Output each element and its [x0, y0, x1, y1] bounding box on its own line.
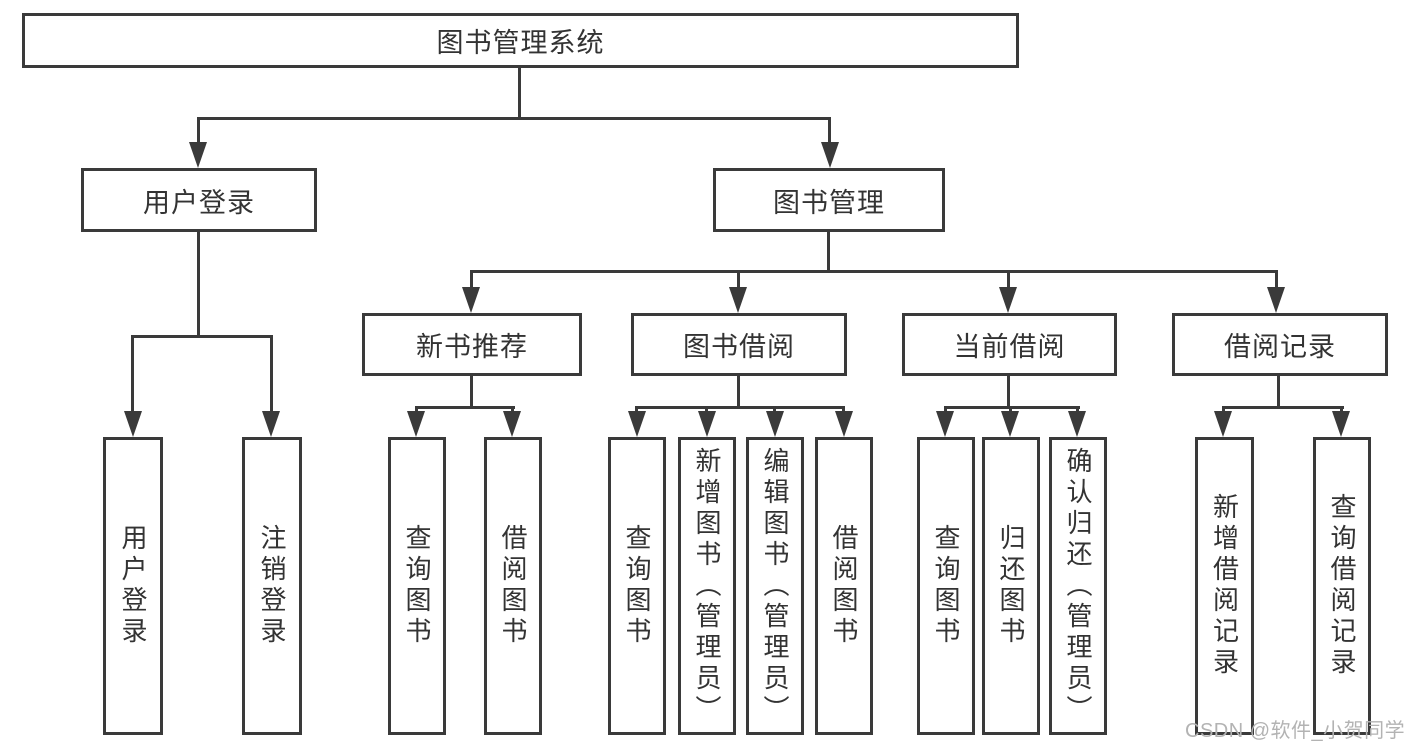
arrow-down-icon — [503, 411, 521, 437]
connector-stem — [415, 406, 418, 414]
connector-borrowing-hline — [635, 406, 845, 409]
leaf-add-borrow-record: 新增借阅记录 — [1195, 437, 1254, 735]
arrow-down-icon — [189, 142, 207, 168]
arrow-down-icon — [1267, 287, 1285, 313]
node-book-borrowing: 图书借阅 — [631, 313, 847, 376]
connector-stem — [1340, 406, 1343, 414]
leaf-label: 新增借阅记录 — [1209, 493, 1240, 679]
node-current-borrowing: 当前借阅 — [902, 313, 1117, 376]
arrow-down-icon — [1068, 411, 1086, 437]
connector-stem — [944, 406, 947, 414]
connector-stem — [1007, 270, 1010, 290]
leaf-label: 查询图书 — [931, 524, 961, 648]
leaf-query-borrow-record: 查询借阅记录 — [1313, 437, 1371, 735]
connector-stem — [773, 406, 776, 414]
node-label: 用户登录 — [143, 187, 255, 218]
arrow-down-icon — [936, 411, 954, 437]
leaf-label: 查询图书 — [622, 524, 652, 648]
connector-stem — [635, 406, 638, 414]
connector-records-vline — [1277, 376, 1280, 409]
node-label: 当前借阅 — [953, 332, 1066, 362]
connector-user-login-vline — [197, 232, 200, 338]
leaf-logout: 注销登录 — [242, 437, 302, 735]
arrow-down-icon — [821, 142, 839, 168]
connector-stem — [511, 406, 514, 414]
arrow-down-icon — [835, 411, 853, 437]
connector-stem — [1222, 406, 1225, 414]
node-label: 借阅记录 — [1224, 332, 1336, 362]
leaf-query-books-recommend: 查询图书 — [388, 437, 446, 735]
leaf-label: 新增图书（管理员） — [692, 446, 722, 726]
watermark: CSDN @软件_小贺同学 — [1185, 720, 1405, 742]
arrow-down-icon — [698, 411, 716, 437]
arrow-down-icon — [407, 411, 425, 437]
connector-stem — [470, 270, 473, 290]
connector-stem — [842, 406, 845, 414]
arrow-down-icon — [124, 411, 142, 437]
node-book-management: 图书管理 — [713, 168, 945, 232]
connector-recommend-hline — [415, 406, 515, 409]
leaf-return-books: 归还图书 — [982, 437, 1040, 735]
node-user-login: 用户登录 — [81, 168, 317, 232]
connector-book-mgmt-vline — [827, 232, 830, 273]
connector-root-vline — [518, 68, 521, 120]
arrow-down-icon — [729, 287, 747, 313]
connector-current-vline — [1007, 376, 1010, 409]
node-borrowing-records: 借阅记录 — [1172, 313, 1388, 376]
connector-stem — [705, 406, 708, 414]
leaf-label: 借阅图书 — [829, 524, 859, 648]
leaf-label: 查询图书 — [402, 524, 432, 648]
leaf-label: 注销登录 — [257, 524, 287, 648]
leaf-label: 归还图书 — [996, 524, 1026, 648]
leaf-query-books-borrowing: 查询图书 — [608, 437, 666, 735]
arrow-down-icon — [628, 411, 646, 437]
leaf-borrow-books-borrowing: 借阅图书 — [815, 437, 873, 735]
node-new-book-recommendation: 新书推荐 — [362, 313, 582, 376]
leaf-label: 用户登录 — [118, 524, 148, 648]
connector-borrowing-vline — [737, 376, 740, 409]
arrow-down-icon — [462, 287, 480, 313]
connector-stem — [197, 117, 200, 145]
connector-root-hline — [197, 117, 831, 120]
arrow-down-icon — [766, 411, 784, 437]
leaf-label: 确认归还（管理员） — [1063, 446, 1093, 726]
connector-book-mgmt-hline — [470, 270, 1278, 273]
arrow-down-icon — [1332, 411, 1350, 437]
leaf-label: 查询借阅记录 — [1327, 493, 1357, 679]
arrow-down-icon — [999, 287, 1017, 313]
node-label: 新书推荐 — [416, 332, 528, 362]
leaf-user-login: 用户登录 — [103, 437, 163, 735]
connector-stem — [828, 117, 831, 145]
connector-stem — [1275, 270, 1278, 290]
connector-user-login-hline — [131, 335, 273, 338]
arrow-down-icon — [1001, 411, 1019, 437]
connector-records-hline — [1222, 406, 1344, 409]
connector-stem — [737, 270, 740, 290]
leaf-label: 编辑图书（管理员） — [760, 446, 790, 726]
connector-stem — [131, 335, 134, 414]
node-root: 图书管理系统 — [22, 13, 1019, 68]
arrow-down-icon — [1214, 411, 1232, 437]
leaf-confirm-return-admin: 确认归还（管理员） — [1049, 437, 1107, 735]
node-root-label: 图书管理系统 — [436, 28, 605, 58]
leaf-add-book-admin: 新增图书（管理员） — [678, 437, 736, 735]
connector-recommend-vline — [470, 376, 473, 409]
connector-stem — [270, 335, 273, 414]
connector-stem — [1076, 406, 1079, 414]
node-label: 图书管理 — [773, 187, 885, 218]
leaf-label: 借阅图书 — [498, 524, 528, 648]
connector-current-hline — [944, 406, 1080, 409]
leaf-edit-book-admin: 编辑图书（管理员） — [746, 437, 804, 735]
node-label: 图书借阅 — [683, 332, 795, 362]
leaf-query-books-current: 查询图书 — [917, 437, 975, 735]
arrow-down-icon — [262, 411, 280, 437]
leaf-borrow-books-recommend: 借阅图书 — [484, 437, 542, 735]
connector-stem — [1009, 406, 1012, 414]
